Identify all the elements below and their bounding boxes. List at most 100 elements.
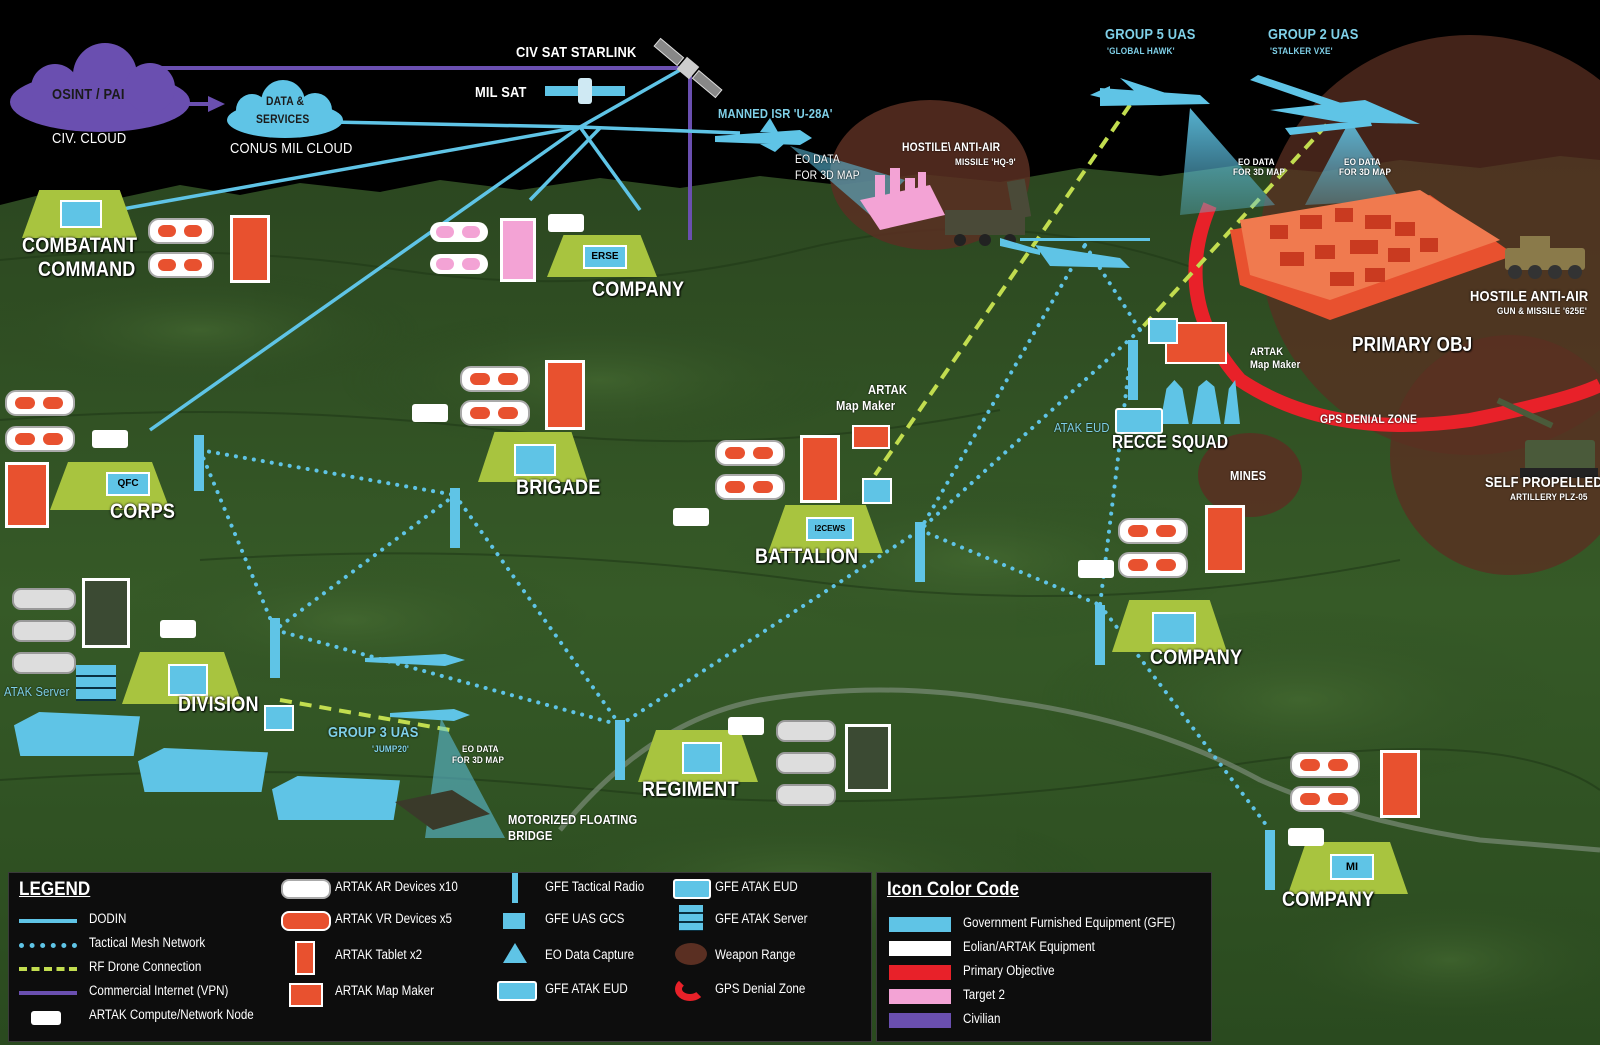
legend-ar: ARTAK AR Devices x10	[335, 879, 458, 894]
hostile-apc	[1505, 236, 1585, 279]
grey-goggles	[776, 720, 836, 742]
group2-sub: 'STALKER VXE'	[1270, 46, 1333, 57]
combatant-label-2: COMMAND	[38, 258, 136, 281]
target2-city	[860, 168, 945, 230]
qfc-badge: QFC	[106, 472, 150, 496]
tactical-radio	[1265, 830, 1275, 890]
corps-label: CORPS	[110, 500, 176, 523]
tactical-radio	[1128, 340, 1138, 400]
self-propelled-artillery	[1496, 397, 1598, 478]
combatant-label-1: COMBATANT	[22, 234, 138, 257]
legend-radio: GFE Tactical Radio	[545, 879, 645, 894]
artak-mm-label-1: ARTAK	[868, 382, 908, 397]
compute-node	[92, 430, 128, 448]
ar-goggles-cluster	[148, 218, 214, 278]
ar-goggles	[5, 426, 75, 452]
map-maker-icon	[289, 983, 323, 1007]
ar-tablet	[1205, 505, 1245, 573]
map-maker-laptop	[852, 425, 890, 449]
atak-eud-label: ATAK EUD	[1054, 420, 1110, 435]
company-top-label: COMPANY	[592, 278, 685, 301]
ar-goggles-cluster	[460, 366, 530, 426]
atak-server	[76, 665, 116, 701]
eud-icon	[497, 981, 537, 1001]
uas-gcs	[862, 478, 892, 504]
artak-mm2-label-2: Map Maker	[1250, 359, 1301, 371]
legend-title: LEGEND	[19, 879, 91, 900]
cc-civilian: Civilian	[963, 1011, 1001, 1026]
swatch-primary	[889, 965, 951, 980]
tent-corps: QFC	[50, 462, 170, 510]
compute-node	[1078, 560, 1114, 578]
tent-badge	[1152, 612, 1196, 644]
eo-g5-label-2: FOR 3D MAP	[1233, 167, 1286, 178]
uas-gcs	[264, 705, 294, 731]
eo-data-label-1: EO DATA	[795, 152, 840, 166]
ar-goggles-cluster	[1290, 752, 1360, 812]
tent-company-bottom: MI	[1288, 842, 1408, 894]
eo-g5-label-1: EO DATA	[1238, 157, 1275, 168]
ar-goggles	[1290, 786, 1360, 812]
ar-goggles	[715, 440, 785, 466]
target2-tablet	[500, 218, 536, 282]
recce-label: RECCE SQUAD	[1112, 432, 1229, 452]
tent-company-mid	[1112, 600, 1227, 652]
swatch-eolian	[889, 941, 951, 956]
cc-primary: Primary Objective	[963, 963, 1055, 978]
vr-device-icon	[281, 911, 331, 931]
tactical-radio	[915, 522, 925, 582]
i2cews-badge: I2CEWS	[806, 517, 854, 541]
ar-goggles	[715, 474, 785, 500]
gps-zone-icon	[675, 977, 705, 1001]
dodin-links	[99, 68, 741, 432]
legend-eo: EO Data Capture	[545, 947, 635, 962]
ar-goggles	[148, 218, 214, 244]
hostile-gun-label-1: HOSTILE ANTI-AIR	[1470, 288, 1589, 305]
data-services-label-2: SERVICES	[256, 112, 310, 126]
ar-goggles	[148, 252, 214, 278]
bridge-label-2: BRIDGE	[508, 828, 553, 843]
compute-node	[728, 717, 764, 735]
osint-cloud-shape	[10, 43, 190, 132]
mesh-line-icon	[19, 943, 77, 948]
eud2-icon	[673, 879, 711, 899]
ar-goggles	[460, 366, 530, 392]
eo-g3-label-1: EO DATA	[462, 744, 499, 755]
bridge-label-1: MOTORIZED FLOATING	[508, 812, 638, 827]
tablet-icon	[295, 941, 315, 975]
erse-badge: ERSE	[583, 245, 627, 269]
starlink-sat-shape	[653, 37, 723, 99]
artak-mm2-label-1: ARTAK	[1250, 346, 1284, 358]
group3-uas	[365, 654, 465, 666]
hq9-launcher	[945, 178, 1032, 246]
tactical-radio	[194, 435, 204, 491]
grey-goggles	[12, 620, 76, 642]
legend-eud: GFE ATAK EUD	[545, 981, 628, 996]
company-bottom-label: COMPANY	[1282, 888, 1375, 911]
tactical-radio	[1095, 605, 1105, 665]
ar-tablet	[1380, 750, 1420, 818]
swatch-civilian	[889, 1013, 951, 1028]
group3-sub: 'JUMP20'	[372, 744, 410, 755]
atak-eud-device	[1115, 408, 1163, 434]
manned-isr-plane	[715, 118, 812, 152]
eo-g3-label-2: FOR 3D MAP	[452, 755, 505, 766]
uas-gcs	[1148, 318, 1178, 344]
legend-map-maker: ARTAK Map Maker	[335, 983, 434, 998]
legend-vr: ARTAK VR Devices x5	[335, 911, 453, 926]
grey-goggles	[776, 752, 836, 774]
sp-arty-label-2: ARTILLERY PLZ-05	[1510, 492, 1588, 503]
legend-rf: RF Drone Connection	[89, 959, 202, 974]
compute-node	[412, 404, 448, 422]
group5-label: GROUP 5 UAS	[1105, 26, 1196, 43]
tent-battalion: I2CEWS	[768, 505, 883, 553]
hostile-gun-label-2: GUN & MISSILE '625E'	[1497, 306, 1587, 317]
tactical-radio	[615, 720, 625, 780]
hostile-aa-label-2: MISSILE 'HQ-9'	[955, 157, 1016, 168]
eo-g2-label-2: FOR 3D MAP	[1339, 167, 1392, 178]
legend-compute: ARTAK Compute/Network Node	[89, 1007, 254, 1022]
radio-icon	[512, 873, 518, 903]
tactical-mesh	[198, 243, 1272, 832]
sp-arty-label-1: SELF PROPELLED	[1485, 474, 1600, 491]
tent-company-top: ERSE	[547, 235, 657, 277]
